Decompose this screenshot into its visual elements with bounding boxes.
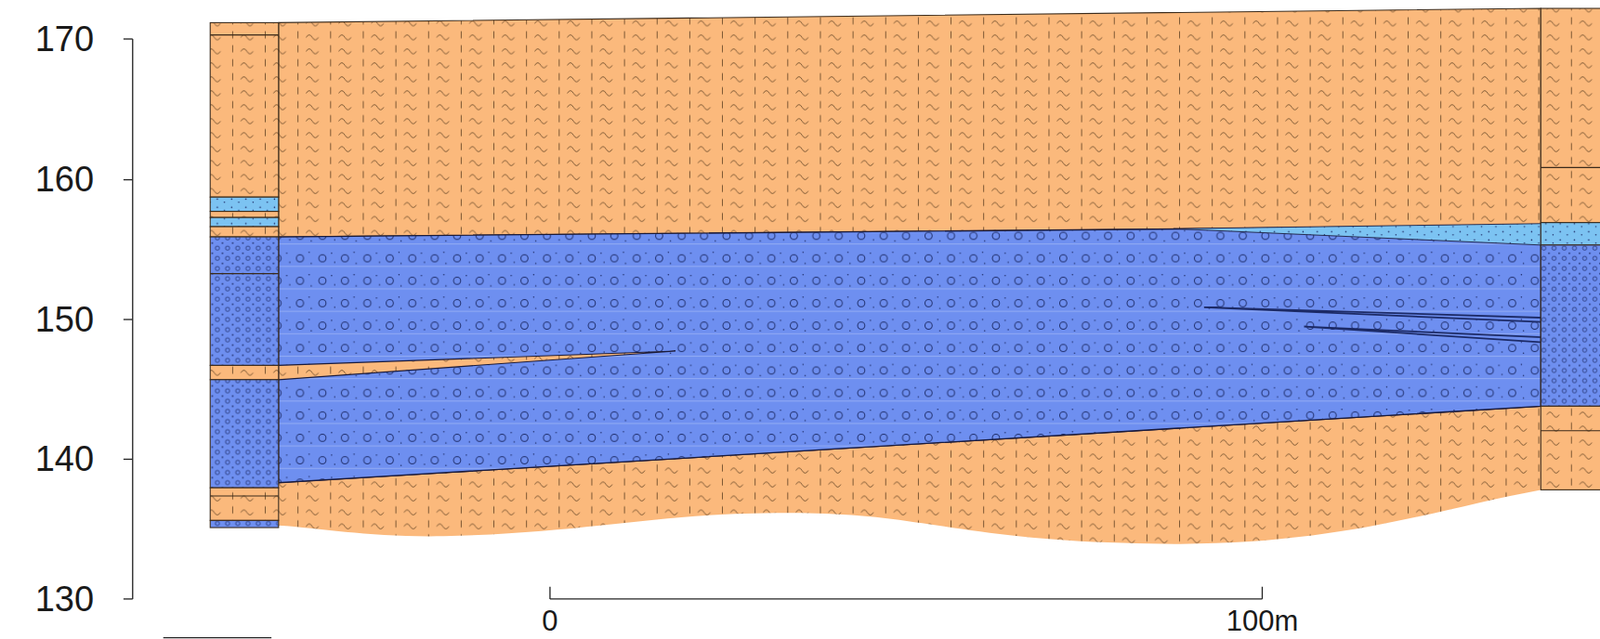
borehole-column [1540,8,1600,490]
elevation-label: 130 [35,581,94,617]
tuff-layer [278,8,1541,237]
conglomerate-layer [278,224,1541,484]
elevation-label: 150 [35,301,94,338]
scale-bar [550,587,1263,600]
sand-wedge [1173,223,1541,246]
elevation-axis [123,39,133,600]
scale-label: 0 [541,606,558,636]
borehole-column [209,22,279,528]
elevation-label: 160 [35,161,94,197]
elevation-label: 170 [35,21,94,57]
tuff-lens [278,351,676,381]
legend-stub [163,637,272,639]
elevation-label: 140 [35,441,94,477]
scale-label: 100m [1226,606,1299,636]
